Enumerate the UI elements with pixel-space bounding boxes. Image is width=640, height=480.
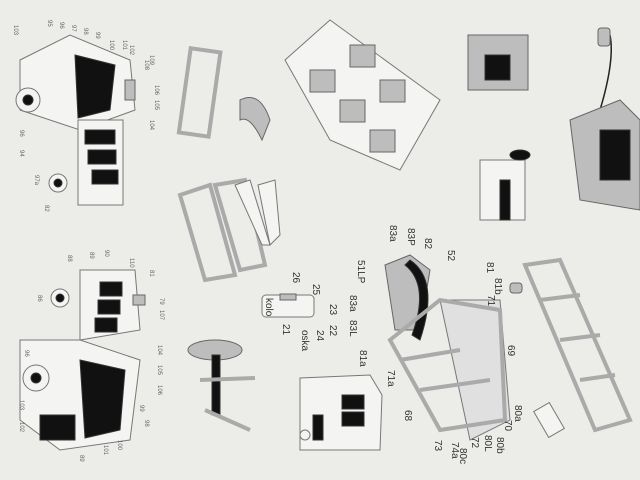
cargo-body-frame <box>384 254 511 441</box>
label: 94 <box>18 150 24 157</box>
label-26: 26 <box>290 272 301 284</box>
label: 81 <box>484 262 495 274</box>
label: 79 <box>158 298 164 305</box>
label: 86 <box>36 295 42 302</box>
label: 107 <box>158 310 164 321</box>
label: 96 <box>23 350 29 357</box>
label: 102 <box>128 45 134 56</box>
label: 83P <box>405 228 416 246</box>
label: 98 <box>143 420 149 427</box>
label: 99 <box>138 405 144 412</box>
label: 104 <box>156 345 162 356</box>
label: 72 <box>469 437 480 449</box>
label: 80c <box>457 448 468 464</box>
label: 103 <box>12 25 18 36</box>
label-21: 21 <box>280 324 291 336</box>
label: 110 <box>128 258 134 268</box>
label: 89 <box>88 252 94 259</box>
label: 52 <box>445 250 456 262</box>
label: 51LP <box>355 260 366 284</box>
label: 99 <box>94 32 100 39</box>
label: 71a <box>385 370 396 387</box>
label: 105 <box>153 100 159 111</box>
label: 88 <box>66 255 72 262</box>
frame-parts <box>176 46 315 432</box>
label: 97 <box>70 25 76 32</box>
label-oska: oska <box>299 330 310 352</box>
label: 80b <box>494 437 505 454</box>
label-kolo: kolo <box>263 298 274 317</box>
label: 73 <box>432 440 443 452</box>
cab-part <box>299 374 383 451</box>
van-top-assembly <box>15 34 136 206</box>
labels-body: 83a 83P 82 52 51LP 83a 83L 81a 71a 68 73… <box>347 225 523 464</box>
label: 105 <box>156 365 162 376</box>
chassis-frame <box>509 257 633 439</box>
label: 106 <box>153 85 159 96</box>
label: 97a <box>33 175 39 186</box>
labels-center: 26 25 23 22 21 24 kolo oska <box>263 272 338 352</box>
label: 70 <box>502 420 513 432</box>
label: 90 <box>103 250 109 257</box>
label-24: 24 <box>314 330 325 342</box>
label: 101 <box>102 445 108 456</box>
label: 95 <box>46 20 52 27</box>
label: 69 <box>505 345 516 357</box>
label: 103 <box>18 400 24 411</box>
label: 83a <box>347 295 358 312</box>
label: 100 <box>116 440 122 451</box>
label: 68 <box>402 410 413 422</box>
label: 81 <box>148 270 154 277</box>
label: 80L <box>482 435 493 452</box>
label: 100 <box>108 40 114 51</box>
labels-van-top: 103 95 96 97 98 99 100 101 102 106 105 1… <box>12 20 159 212</box>
label-25: 25 <box>310 284 321 296</box>
label: 98 <box>82 28 88 35</box>
label: 109 <box>148 55 154 66</box>
driver-seat-part <box>569 27 640 211</box>
label: 71 <box>485 295 496 307</box>
seat-floor-part <box>284 19 441 171</box>
label-23: 23 <box>327 304 338 316</box>
van-bottom-assembly <box>19 269 146 451</box>
label: 82 <box>43 205 49 212</box>
label: 96 <box>58 22 64 29</box>
label: 80a <box>512 405 523 422</box>
label: 81a <box>357 350 368 367</box>
label: 74a <box>449 442 460 459</box>
label: 108 <box>143 60 149 71</box>
label: 106 <box>156 385 162 396</box>
label: 81b <box>492 278 503 295</box>
engine-part <box>467 34 531 221</box>
label: 104 <box>148 120 154 131</box>
label: 83L <box>347 320 358 337</box>
label: 101 <box>121 40 127 51</box>
labels-van-bottom: 110 90 89 88 86 81 79 107 106 105 104 10… <box>18 250 164 462</box>
label: 83a <box>387 225 398 242</box>
label: 82 <box>422 238 433 250</box>
label-22: 22 <box>327 325 338 337</box>
label: 96 <box>18 130 24 137</box>
label: 102 <box>18 422 24 433</box>
label: 89 <box>78 455 84 462</box>
